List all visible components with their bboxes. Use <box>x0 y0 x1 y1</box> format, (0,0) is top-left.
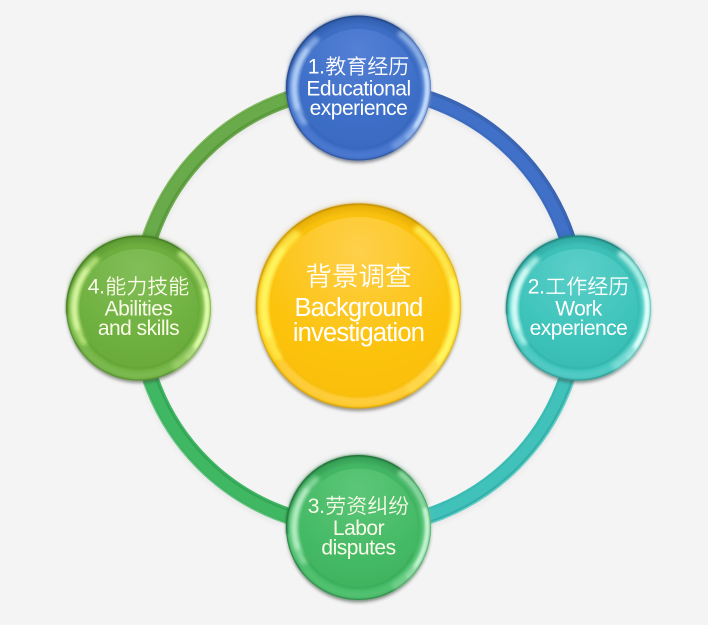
svg-text:1.: 1. <box>308 55 325 78</box>
svg-text:and skills: and skills <box>98 317 179 340</box>
svg-text:Educational: Educational <box>306 78 410 101</box>
svg-text:experience: experience <box>530 317 628 340</box>
svg-text:experience: experience <box>310 97 408 120</box>
svg-text:Work: Work <box>555 298 603 321</box>
svg-text:Abilities: Abilities <box>105 298 173 321</box>
svg-text:Background: Background <box>294 294 422 322</box>
svg-text:Labor: Labor <box>333 517 385 540</box>
svg-text:investigation: investigation <box>293 319 424 347</box>
svg-text:4.: 4. <box>88 275 105 298</box>
svg-text:2.: 2. <box>528 275 545 298</box>
svg-text:disputes: disputes <box>321 537 395 560</box>
svg-text:3.: 3. <box>308 495 325 518</box>
